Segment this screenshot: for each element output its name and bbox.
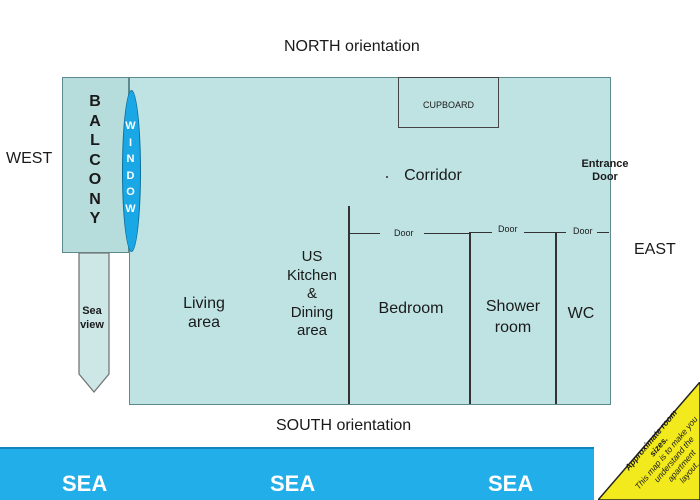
wall-shower-wc (555, 232, 557, 404)
west-label: WEST (6, 150, 53, 167)
corridor-dot (386, 176, 388, 178)
balcony-letter: O (88, 171, 102, 188)
sea-band (0, 447, 594, 500)
shower-room-line: room (494, 319, 532, 336)
wall-shower-top-left (469, 232, 492, 234)
balcony-letter: B (89, 93, 101, 110)
kitchen-line: Kitchen (286, 266, 338, 284)
sea-view-line: Sea (82, 305, 102, 317)
wall-bedroom-shower (469, 233, 471, 404)
living-area-label: Living area (168, 294, 240, 332)
note-triangle-icon (598, 382, 700, 500)
balcony-letter: Y (89, 210, 101, 227)
cupboard-label: CUPBOARD (422, 100, 474, 110)
east-label: EAST (634, 241, 676, 258)
wall-wc-top-right (597, 232, 609, 234)
window (122, 90, 141, 252)
window-letter: O (126, 186, 135, 198)
kitchen-line: & (306, 285, 317, 302)
sea-label-left: SEA (62, 471, 108, 496)
window-letter: W (125, 202, 136, 215)
apartment-floor (129, 77, 611, 405)
corridor-label: Corridor (404, 167, 462, 184)
balcony-letter: N (89, 190, 101, 208)
sea-view-line: view (80, 319, 104, 331)
kitchen-label: US Kitchen & Dining area (280, 248, 344, 341)
south-label: SOUTH orientation (276, 417, 412, 434)
window-letter: W (125, 120, 136, 132)
door-label-wc: Door (573, 226, 593, 236)
sea-view-label: Sea view (74, 304, 110, 332)
door-label-shower: Door (498, 224, 518, 234)
sea-label-right: SEA (488, 471, 534, 496)
balcony-letter: C (89, 151, 101, 169)
window-letter: I (128, 136, 133, 149)
kitchen-line: Dining (290, 303, 334, 321)
wall-shower-top-right (524, 232, 566, 234)
wall-bedroom-top-right (424, 233, 470, 235)
shower-room-label: Shower room (474, 296, 552, 338)
window-letter: N (126, 153, 135, 165)
sea-view-arrow-icon (78, 252, 110, 394)
balcony-letter: A (89, 112, 101, 130)
window-letter: D (126, 169, 135, 182)
entrance-door-line: Entrance (581, 158, 629, 170)
living-area-line: Living (183, 295, 225, 312)
entrance-door-line: Door (592, 171, 618, 183)
cupboard (398, 77, 499, 128)
balcony (62, 77, 129, 253)
balcony-letter: L (90, 132, 100, 149)
note-corner: Approximate room sizes. This map is to m… (598, 382, 700, 500)
shower-room-line: Shower (485, 298, 541, 315)
wall-kitchen-bedroom (348, 206, 350, 404)
entrance-door-label: Entrance Door (574, 158, 636, 184)
living-area-line: area (187, 314, 221, 331)
kitchen-line: US (301, 248, 323, 265)
balcony-label: B A L C O N Y (82, 92, 108, 229)
sea-label-center: SEA (270, 471, 316, 496)
kitchen-line: area (296, 322, 328, 339)
north-label: NORTH orientation (284, 38, 420, 55)
door-label-bedroom: Door (394, 228, 414, 238)
wall-bedroom-top-left (348, 233, 380, 235)
wc-label: WC (567, 305, 595, 322)
window-label: W I N D O W (122, 118, 139, 217)
bedroom-label: Bedroom (378, 300, 444, 317)
